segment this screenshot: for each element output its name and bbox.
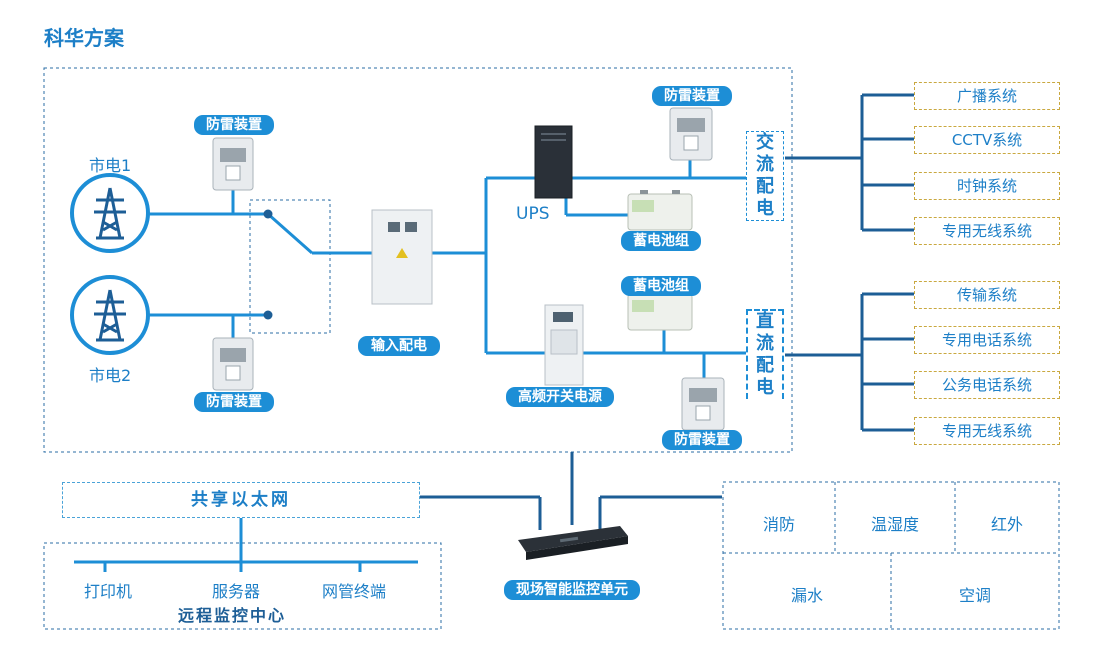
dc-system-public-phone: 公务电话系统 [914, 371, 1060, 399]
sensor-temp-humidity: 温湿度 [870, 515, 919, 534]
battery-dc-icon [627, 290, 693, 331]
shared-ethernet-box: 共享以太网 [62, 482, 420, 518]
dc-system-transmission: 传输系统 [914, 281, 1060, 309]
transfer-switch-box [249, 199, 331, 334]
sensor-fire: 消防 [762, 515, 795, 534]
ac-system-radio: 专用无线系统 [914, 217, 1060, 245]
hf-switch-power-cabinet-icon [544, 304, 584, 386]
page-title: 科华方案 [44, 26, 124, 50]
monitor-unit-label: 现场智能监控单元 [504, 580, 640, 600]
surge-protector-top-label: 防雷装置 [194, 115, 274, 135]
dc-system-dedicated-phone: 专用电话系统 [914, 326, 1060, 354]
sensor-water-leak: 漏水 [790, 586, 823, 605]
surge-protector-top-icon [212, 137, 254, 191]
battery-ups-label: 蓄电池组 [621, 231, 701, 251]
system-feeders [418, 93, 914, 530]
center-item-nms-terminal: 网管终端 [322, 582, 387, 601]
ac-distribution-label: 交 流 配 电 [748, 132, 782, 220]
ac-system-broadcast: 广播系统 [914, 82, 1060, 110]
input-distribution-cabinet-icon [371, 209, 433, 305]
sensor-grid [722, 481, 1060, 630]
power-system-boundary [43, 67, 793, 453]
dc-distribution-label: 直 流 配 电 [748, 311, 782, 399]
battery-dc-label: 蓄电池组 [621, 276, 701, 296]
surge-protector-ups-icon [669, 107, 713, 161]
sensor-infrared: 红外 [990, 515, 1023, 534]
surge-protector-bottom-label: 防雷装置 [194, 392, 274, 412]
grid-tower-1-icon [70, 173, 150, 253]
sensor-air-conditioner: 空调 [958, 586, 991, 605]
surge-protector-ups-label: 防雷装置 [652, 86, 732, 106]
center-item-server: 服务器 [212, 582, 261, 601]
surge-protector-dc-label: 防雷装置 [662, 430, 742, 450]
battery-ups-icon [627, 190, 693, 231]
surge-protector-bottom-icon [212, 337, 254, 391]
hf-switch-power-label: 高频开关电源 [506, 387, 614, 407]
ac-system-cctv: CCTV系统 [914, 126, 1060, 154]
remote-center-boundary [43, 542, 442, 630]
remote-center-title: 远程监控中心 [178, 606, 287, 625]
power-wiring [148, 160, 748, 378]
monitor-unit-device-icon [518, 526, 628, 560]
ac-system-clock: 时钟系统 [914, 172, 1060, 200]
grid-1-label: 市电1 [89, 156, 132, 175]
surge-protector-dc-icon [681, 377, 725, 431]
input-distribution-label: 输入配电 [358, 336, 440, 356]
grid-2-label: 市电2 [89, 366, 132, 385]
ups-cabinet-icon [534, 125, 573, 199]
ups-label: UPS [516, 204, 550, 224]
grid-tower-2-icon [70, 275, 150, 355]
center-item-printer: 打印机 [84, 582, 133, 601]
dc-system-radio: 专用无线系统 [914, 417, 1060, 445]
